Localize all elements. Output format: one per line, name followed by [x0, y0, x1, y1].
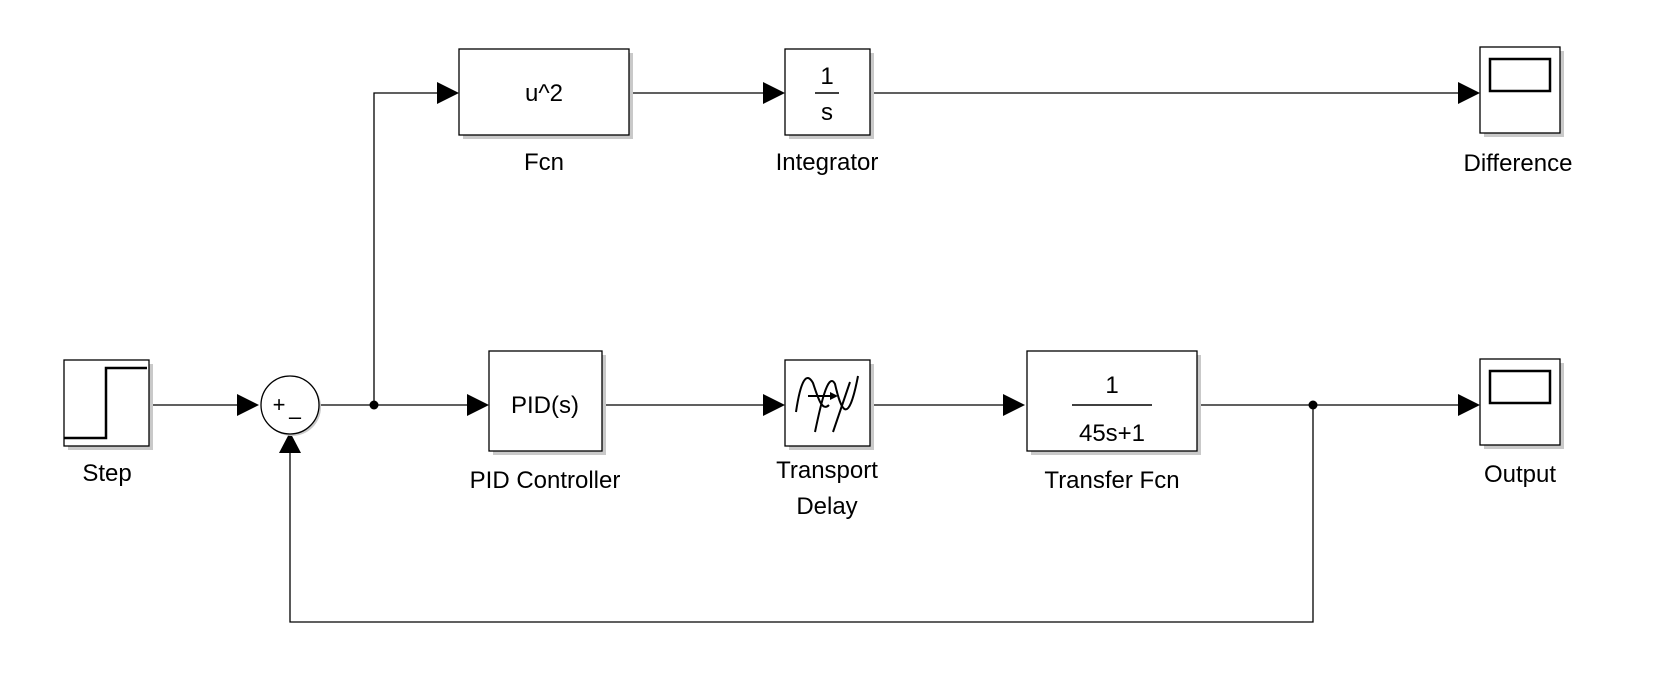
step-block[interactable] — [63, 359, 153, 450]
transport-delay-icon — [795, 375, 859, 433]
output-scope-block[interactable] — [1479, 358, 1564, 449]
pid-controller-block[interactable]: PID(s) — [488, 350, 606, 455]
branch-point-plant-output — [1308, 400, 1318, 410]
arrowhead-fcn-input — [437, 82, 459, 104]
step-label: Step — [82, 460, 131, 487]
arrowhead-sum-feedback-input — [279, 432, 301, 453]
arrowhead-sum-input — [237, 394, 259, 416]
transport-delay-block[interactable] — [784, 359, 874, 450]
transport-delay-label-line2: Delay — [796, 493, 857, 520]
step-icon — [64, 366, 147, 440]
difference-scope-block[interactable] — [1479, 46, 1564, 137]
transfer-fcn-label: Transfer Fcn — [1044, 467, 1179, 494]
integrator-numerator: 1 — [820, 63, 833, 90]
fcn-label: Fcn — [524, 149, 564, 176]
integrator-block[interactable]: 1 s — [784, 48, 874, 139]
fcn-block[interactable]: u^2 — [458, 48, 633, 139]
arrowhead-integrator-input — [763, 82, 785, 104]
fcn-expression: u^2 — [525, 80, 563, 107]
wire-branch-to-fcn[interactable] — [373, 92, 442, 405]
integrator-denominator: s — [821, 99, 833, 126]
output-label: Output — [1484, 461, 1556, 488]
scope-screen-icon — [1488, 57, 1552, 93]
signal-lines — [150, 92, 1460, 623]
difference-label: Difference — [1464, 150, 1573, 177]
transport-delay-label-line1: Transport — [776, 457, 878, 484]
arrowhead-pid-input — [467, 394, 489, 416]
sum-plus-sign: + — [273, 392, 286, 417]
branch-point-sum-output — [369, 400, 379, 410]
sum-minus-sign: – — [289, 404, 302, 429]
arrowheads — [237, 82, 1480, 453]
arrowhead-difference-input — [1458, 82, 1480, 104]
pid-controller-label: PID Controller — [470, 467, 621, 494]
transfer-fcn-numerator: 1 — [1105, 372, 1118, 399]
arrowhead-output-input — [1458, 394, 1480, 416]
arrowhead-delay-input — [763, 394, 785, 416]
pid-expression: PID(s) — [511, 392, 579, 419]
transfer-fcn-block[interactable]: 1 45s+1 — [1026, 350, 1201, 455]
integrator-label: Integrator — [776, 149, 879, 176]
scope-screen-icon — [1488, 369, 1552, 405]
transfer-fcn-denominator: 45s+1 — [1079, 420, 1145, 447]
wire-feedback[interactable] — [289, 405, 1314, 623]
arrowhead-transfer-fcn-input — [1003, 394, 1025, 416]
sum-block[interactable]: + – — [260, 375, 321, 436]
